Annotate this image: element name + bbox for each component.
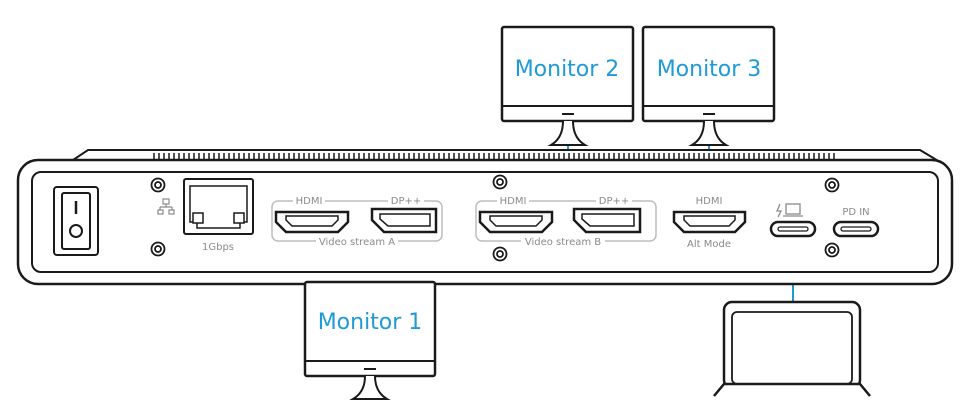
- hdmi-port-b[interactable]: [478, 210, 554, 234]
- monitor-3-stand: [688, 120, 730, 146]
- screw-icon: [150, 177, 166, 193]
- monitor-1-stand: [349, 375, 391, 400]
- ethernet-speed-label: 1Gbps: [202, 242, 234, 253]
- monitor-1-label: Monitor 1: [318, 310, 423, 335]
- hdmi-port-a[interactable]: [274, 210, 350, 234]
- monitor-3: Monitor 3: [641, 25, 776, 146]
- stream-a-group-label: Video stream A: [319, 237, 395, 248]
- power-off-icon: [69, 224, 83, 238]
- hdmi-alt-mode: HDMI Alt Mode: [672, 196, 747, 250]
- monitor-2-stand: [547, 120, 589, 146]
- usb-c-laptop-port[interactable]: [769, 220, 817, 238]
- usb-c-laptop-port-group: [769, 203, 817, 238]
- laptop-screen: [731, 311, 853, 385]
- laptop-base: [713, 382, 871, 397]
- stream-b-hdmi-label: HDMI: [500, 196, 527, 207]
- screw-icon: [492, 246, 508, 262]
- displayport-a[interactable]: [370, 207, 438, 234]
- stream-b-group-label: Video stream B: [525, 237, 601, 248]
- laptop: [713, 300, 871, 397]
- ethernet-led-right: [233, 212, 245, 224]
- screw-icon: [824, 242, 840, 258]
- stream-b-dp-label: DP++: [599, 196, 630, 207]
- pd-in-port-group: PD IN: [832, 207, 880, 238]
- screw-icon: [824, 177, 840, 193]
- alt-mode-label: Alt Mode: [687, 239, 731, 250]
- monitor-1: Monitor 1: [303, 280, 437, 400]
- stream-a-dp-label: DP++: [391, 196, 422, 207]
- alt-mode-hdmi-label: HDMI: [696, 196, 723, 207]
- pd-in-label: PD IN: [842, 207, 869, 218]
- power-switch-rocker[interactable]: [61, 192, 91, 250]
- screw-icon: [150, 241, 166, 257]
- video-stream-a-group: HDMI DP++ Video stream A: [271, 196, 443, 248]
- displayport-b[interactable]: [572, 207, 642, 234]
- monitor-3-label: Monitor 3: [657, 57, 762, 82]
- stream-a-hdmi-label: HDMI: [296, 196, 323, 207]
- ethernet-led-left: [192, 212, 204, 224]
- monitor-2-label: Monitor 2: [515, 57, 620, 82]
- usb-c-pd-in-port[interactable]: [832, 220, 880, 238]
- screws: [150, 174, 840, 262]
- monitor-2: Monitor 2: [500, 25, 635, 146]
- ethernet-jack[interactable]: [183, 178, 254, 235]
- screw-icon: [492, 174, 508, 190]
- video-stream-b-group: HDMI DP++ Video stream B: [475, 196, 657, 248]
- ethernet-port[interactable]: 1Gbps: [157, 178, 254, 253]
- hdmi-port-alt-mode[interactable]: [672, 210, 747, 234]
- laptop-charge-icon: [776, 203, 803, 218]
- power-switch[interactable]: [53, 186, 99, 256]
- network-icon: [157, 198, 175, 215]
